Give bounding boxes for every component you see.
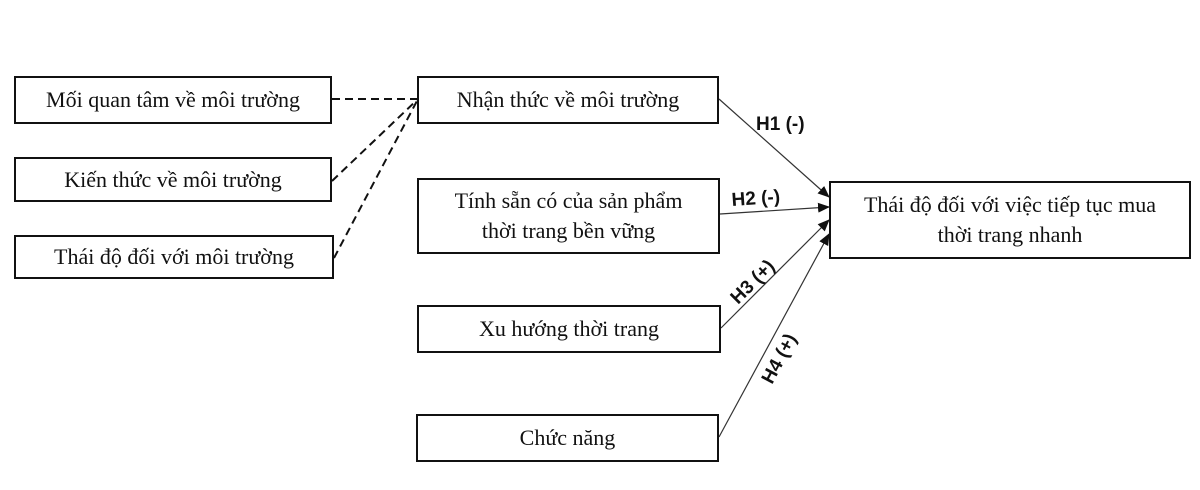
node-label: Thái độ đối với môi trường [54,244,294,270]
node-sustainable-availability: Tính sẵn có của sản phẩm thời trang bền … [417,178,720,254]
node-fast-fashion-attitude: Thái độ đối với việc tiếp tục mua thời t… [829,181,1191,259]
edge-knowledge-to-awareness [331,98,419,182]
label-h1: H1 (-) [756,114,805,135]
edge-h1-awareness-to-outcome [718,98,830,198]
label-h2: H2 (-) [731,187,781,211]
node-label: Thái độ đối với việc tiếp tục mua thời t… [863,192,1157,247]
label-h3: H3 (+) [727,256,780,309]
node-functionality: Chức năng [416,414,719,462]
label-h4: H4 (+) [758,330,802,387]
node-label: Kiến thức về môi trường [64,166,282,192]
node-label: Xu hướng thời trang [478,316,659,342]
node-fashion-trend: Xu hướng thời trang [417,305,721,353]
node-label: Mối quan tâm về môi trường [46,87,300,113]
edge-h3-trend-to-outcome [720,219,830,329]
node-environmental-knowledge: Kiến thức về môi trường [14,157,332,202]
node-label: Tính sẵn có của sản phẩm thời trang bền … [454,188,683,243]
node-label: Nhận thức về môi trường [456,87,680,113]
edge-env-attitude-to-awareness [333,98,419,259]
edge-h4-function-to-outcome [718,233,830,438]
node-environmental-concern: Mối quan tâm về môi trường [14,76,332,124]
node-environmental-awareness: Nhận thức về môi trường [417,76,719,124]
node-label: Chức năng [519,425,616,451]
node-environmental-attitude: Thái độ đối với môi trường [14,235,334,279]
edge-h2-availability-to-outcome [719,202,830,215]
